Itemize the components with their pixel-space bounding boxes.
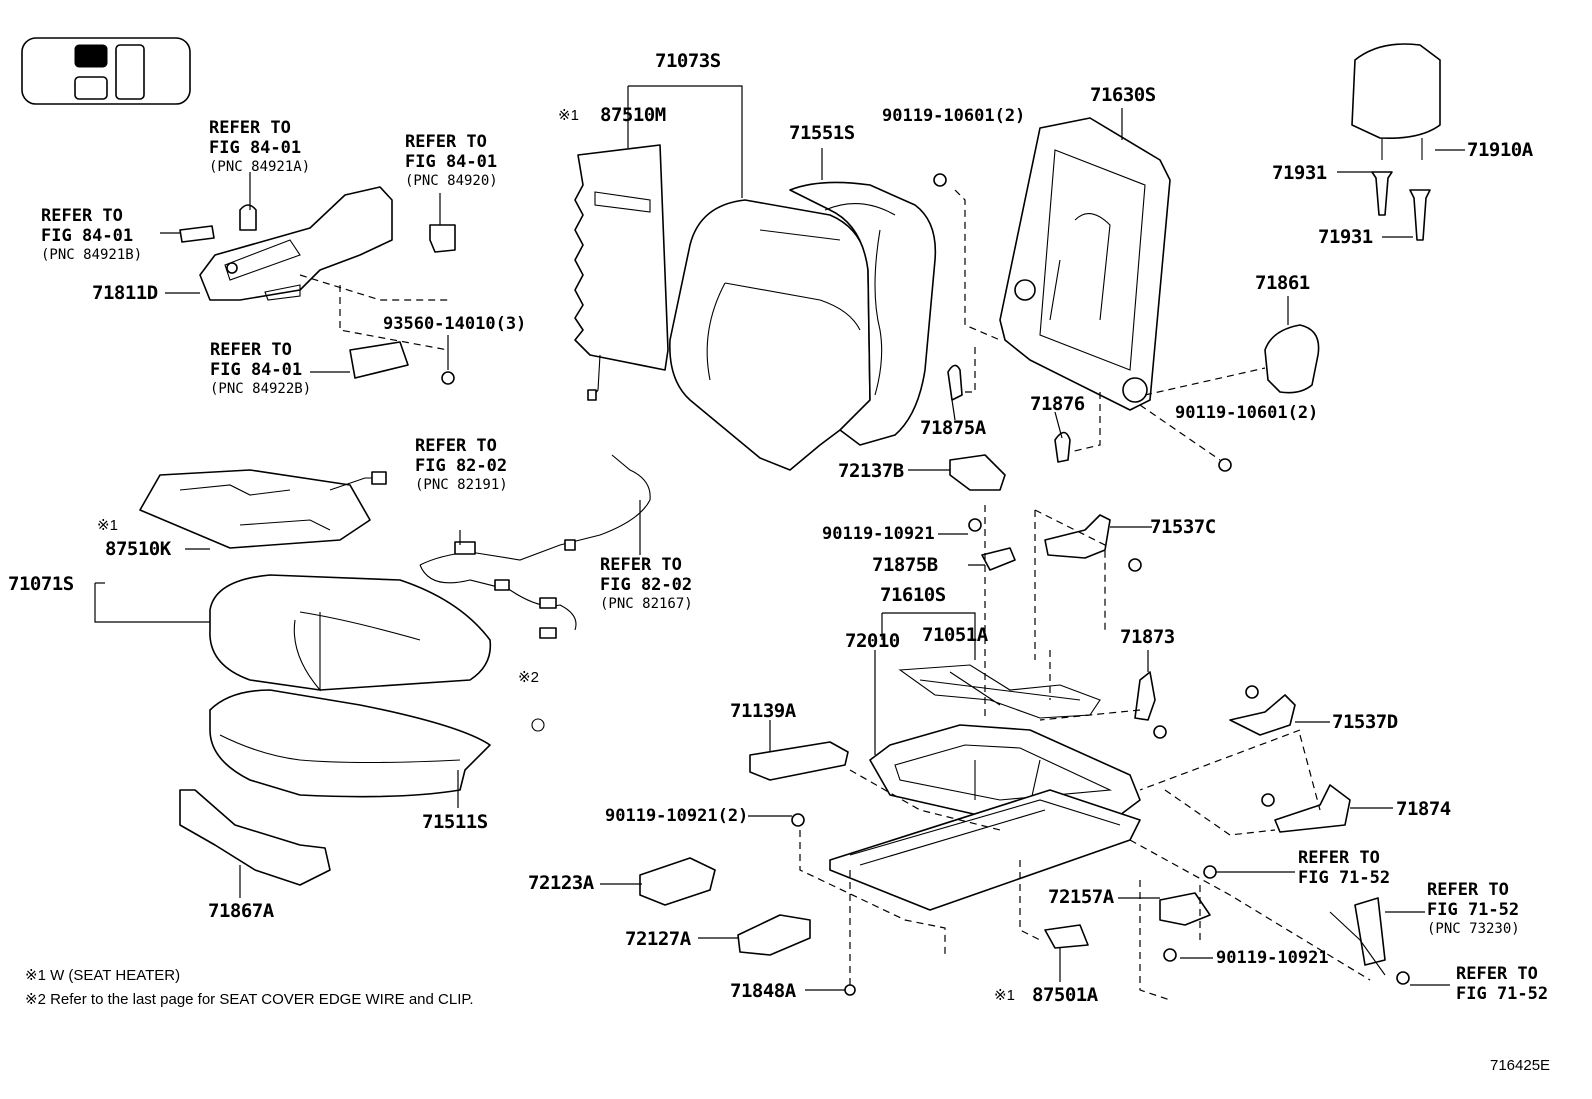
part-71873-shape xyxy=(1134,671,1156,721)
part-71874-shape xyxy=(1274,784,1351,833)
ref-fig-71-52-b: REFER TO FIG 71-52 xyxy=(1456,964,1549,1004)
part-label-72127A: 72127A xyxy=(625,928,691,950)
part-label-71630S: 71630S xyxy=(1090,84,1156,106)
part-71537D-shape xyxy=(1229,694,1296,736)
part-label-90119-10921-2: 90119-10921(2) xyxy=(605,806,749,826)
diagram-code: 716425E xyxy=(1490,1057,1551,1074)
part-label-87510K: 87510K xyxy=(105,538,171,560)
part-71876-shape xyxy=(1054,431,1071,463)
part-label-71848A: 71848A xyxy=(730,980,796,1002)
ref-fig-71-52-a: REFER TO FIG 71-52 xyxy=(1298,848,1391,888)
part-label-71537C: 71537C xyxy=(1150,516,1216,538)
part-71910A-shape xyxy=(1351,43,1441,160)
part-71630S-shape xyxy=(999,117,1171,411)
footnote-1: ※1 W (SEAT HEATER) xyxy=(25,967,181,984)
part-71861-shape xyxy=(1264,324,1320,394)
ref-82167: REFER TO FIG 82-02 (PNC 82167) xyxy=(600,555,693,612)
part-label-71551S: 71551S xyxy=(789,122,855,144)
part-label-71051A: 71051A xyxy=(922,624,988,646)
part-label-71875B: 71875B xyxy=(872,554,938,576)
part-label-71931-upper: 71931 xyxy=(1272,162,1327,184)
bolts xyxy=(791,173,1410,996)
ref-84922B: REFER TO FIG 84-01 (PNC 84922B) xyxy=(210,340,312,397)
ref-73230: REFER TO FIG 71-52 (PNC 73230) xyxy=(1427,880,1520,937)
part-label-90119-10601-top: 90119-10601(2) xyxy=(882,106,1026,126)
ref-84920: REFER TO FIG 84-01 (PNC 84920) xyxy=(405,132,498,189)
part-label-71910A: 71910A xyxy=(1467,139,1533,161)
part-71811D-shape xyxy=(199,186,393,301)
part-label-71876: 71876 xyxy=(1030,393,1085,415)
part-label-72157A: 72157A xyxy=(1048,886,1114,908)
clip-shape xyxy=(531,718,545,732)
part-label-72123A: 72123A xyxy=(528,872,594,894)
part-71551S-shape xyxy=(789,181,937,446)
part-87510K-shape xyxy=(139,469,387,549)
leader-lines xyxy=(94,85,1465,991)
ref-84921A: REFER TO FIG 84-01 (PNC 84921A) xyxy=(209,118,311,175)
part-71875A-shape xyxy=(947,364,963,401)
assembly-dashed-lines xyxy=(299,189,1371,1001)
part-72137B-shape xyxy=(949,454,1006,491)
part-label-90119-10921-a: 90119-10921 xyxy=(822,524,935,544)
part-label-71610S: 71610S xyxy=(880,584,946,606)
part-87510M-shape xyxy=(574,144,669,401)
part-label-71073S: 71073S xyxy=(655,50,721,72)
part-label-71811D: 71811D xyxy=(92,282,158,304)
part-93560-shape xyxy=(441,371,455,385)
ref-84921B: REFER TO FIG 84-01 (PNC 84921B) xyxy=(41,206,143,263)
part-label-93560-14010: 93560-14010(3) xyxy=(383,314,527,334)
part-71051A-shape xyxy=(898,664,1101,719)
seat-belt-buckle-shape xyxy=(1354,897,1386,966)
mark-1-87510K: ※1 xyxy=(97,517,118,534)
part-label-90119-10921-b: 90119-10921 xyxy=(1216,948,1329,968)
part-label-71867A: 71867A xyxy=(208,900,274,922)
part-84922B-shape xyxy=(349,341,409,379)
part-72157A-shape xyxy=(1159,892,1211,926)
part-label-71511S: 71511S xyxy=(422,811,488,833)
part-label-71861: 71861 xyxy=(1255,272,1310,294)
part-label-87510M: 87510M xyxy=(600,104,666,126)
part-label-71537D: 71537D xyxy=(1332,711,1398,733)
ref-82191: REFER TO FIG 82-02 (PNC 82191) xyxy=(415,436,508,493)
part-71071S-shape xyxy=(209,574,492,692)
part-71073S-shape xyxy=(669,199,871,471)
part-label-71875A: 71875A xyxy=(920,417,986,439)
part-label-87501A: 87501A xyxy=(1032,984,1098,1006)
part-label-71071S: 71071S xyxy=(8,573,74,595)
part-71867A-shape xyxy=(179,789,331,886)
part-72127A-shape xyxy=(737,914,811,956)
seat-position-thumbnail xyxy=(21,37,191,105)
mark-2-clip: ※2 xyxy=(518,669,539,686)
part-72123A-shape xyxy=(639,857,716,906)
part-71139A-shape xyxy=(749,741,849,781)
mark-1-87501A: ※1 xyxy=(994,987,1015,1004)
footnote-2: ※2 Refer to the last page for SEAT COVER… xyxy=(25,991,474,1008)
part-label-71874: 71874 xyxy=(1396,798,1451,820)
part-71931-shapes xyxy=(1371,171,1431,241)
part-label-71873: 71873 xyxy=(1120,626,1175,648)
part-label-72010: 72010 xyxy=(845,630,900,652)
part-label-90119-10601-right: 90119-10601(2) xyxy=(1175,403,1319,423)
part-84920-shape xyxy=(429,224,456,253)
part-label-72137B: 72137B xyxy=(838,460,904,482)
part-label-71931-lower: 71931 xyxy=(1318,226,1373,248)
part-71511S-shape xyxy=(209,689,491,798)
part-84921A-shape xyxy=(239,204,257,231)
part-71875B-shape xyxy=(981,547,1016,571)
part-84921B-shape xyxy=(179,225,215,243)
mark-1-87510M: ※1 xyxy=(558,107,579,124)
part-label-71139A: 71139A xyxy=(730,700,796,722)
part-87501A-shape xyxy=(1044,924,1089,949)
part-71537C-shape xyxy=(1044,514,1111,559)
